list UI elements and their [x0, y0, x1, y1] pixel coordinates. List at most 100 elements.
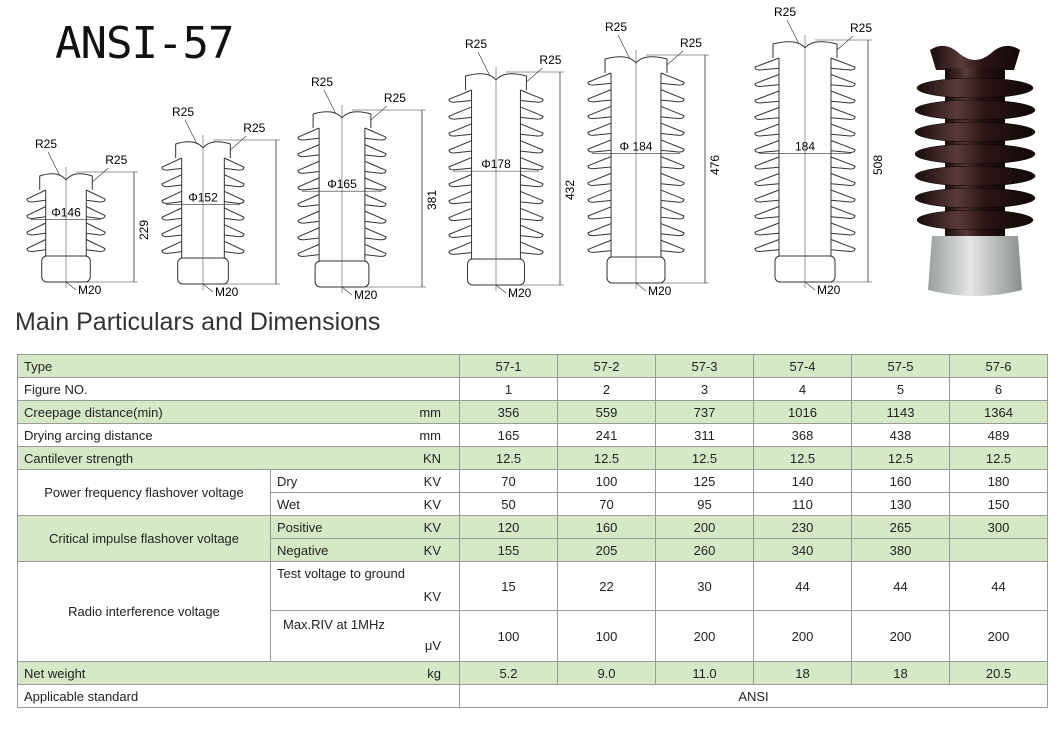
radius-leader [617, 34, 631, 60]
insulator-drawings: 229Φ146R25R25M20Φ152R25R25M20381Φ165R25R… [26, 5, 885, 302]
cell: 340 [753, 538, 852, 562]
cell: 205 [557, 538, 656, 562]
insulator-shed [754, 189, 856, 203]
sub-label: Dry [270, 469, 373, 493]
cell: 18 [851, 661, 950, 685]
cell: 489 [949, 423, 1048, 447]
diameter-label: Φ165 [327, 177, 357, 191]
insulator-shed [297, 210, 387, 224]
thread-leader [635, 282, 647, 292]
insulator-shed [587, 206, 685, 220]
cell: 100 [459, 610, 558, 662]
radius-leader [230, 135, 247, 151]
thread-leader [495, 284, 507, 294]
insulator-shed [754, 57, 856, 71]
thread-label: M20 [78, 283, 102, 297]
insulator-shed [297, 160, 387, 174]
unit: KV [373, 469, 460, 493]
insulator-shed [297, 227, 387, 241]
cell: 2 [557, 377, 656, 401]
cell: ANSI [459, 684, 1048, 708]
cell: 200 [753, 610, 852, 662]
radius-label: R25 [850, 21, 872, 35]
radius-leader [92, 167, 109, 183]
radius-leader [836, 35, 854, 51]
insulator-shed [448, 241, 544, 255]
radius-label: R25 [105, 153, 127, 167]
insulator-shed [754, 173, 856, 186]
table-row: Creepage distance(min) mm 356 559 737 10… [17, 400, 1048, 424]
cell: 125 [655, 469, 754, 493]
cell: 438 [851, 423, 950, 447]
radius-label: R25 [465, 37, 487, 51]
cell: 57-5 [851, 354, 950, 378]
cell: 20.5 [949, 661, 1048, 685]
cell: 130 [851, 492, 950, 516]
row-label: Creepage distance(min) [17, 400, 373, 424]
unit: KV [373, 538, 460, 562]
thread-leader [804, 281, 816, 291]
row-label: Radio interference voltage [17, 561, 271, 662]
insulator-shed [448, 174, 544, 188]
unit: KV [373, 515, 460, 539]
cell: 120 [459, 515, 558, 539]
radius-leader [47, 151, 61, 177]
table-row: Negative KV 155 205 260 340 380 [18, 538, 1048, 562]
radius-leader [184, 119, 198, 145]
radius-leader [370, 105, 388, 121]
cell: 230 [753, 515, 852, 539]
sub-label-cell: Test voltage to ground KV [270, 561, 460, 611]
table-row: Critical impulse flashover voltage Posit… [17, 515, 1048, 562]
cell: 18 [753, 661, 852, 685]
insulator-shed [587, 189, 685, 203]
cell: 3 [655, 377, 754, 401]
insulator-shed [448, 190, 544, 205]
cell: 100 [557, 469, 656, 493]
table-row: Applicable standard ANSI [17, 684, 1048, 708]
cell: 265 [851, 515, 950, 539]
cell: 12.5 [949, 446, 1048, 470]
insulator-shed [754, 107, 856, 120]
sub-label: Positive [270, 515, 373, 539]
row-label: Critical impulse flashover voltage [17, 515, 271, 562]
height-label: 229 [137, 220, 151, 240]
table-row: Max.RIV at 1MHz μV 100 100 200 200 200 2… [18, 610, 1048, 662]
radius-label: R25 [774, 5, 796, 19]
insulator-shed [297, 127, 387, 141]
radius-label: R25 [605, 20, 627, 34]
cell: 140 [753, 469, 852, 493]
insulator-shed [587, 239, 685, 253]
insulator-shed [754, 74, 856, 87]
radius-label: R25 [680, 36, 702, 50]
cell [949, 538, 1048, 562]
insulator-shed [297, 144, 387, 158]
cell: 300 [949, 515, 1048, 539]
row-label: Type [17, 354, 460, 378]
cell: 9.0 [557, 661, 656, 685]
insulator-shed [161, 174, 245, 188]
diameter-label: Φ146 [51, 206, 81, 220]
insulator-shed [754, 156, 856, 170]
table-row: Drying arcing distance mm 165 241 311 36… [17, 423, 1048, 447]
cell: 95 [655, 492, 754, 516]
row-label: Figure NO. [17, 377, 460, 401]
cell: 1364 [949, 400, 1048, 424]
insulator-shed [587, 105, 685, 120]
insulator-shed [448, 157, 544, 171]
radius-label: R25 [311, 75, 333, 89]
cell: 311 [655, 423, 754, 447]
insulator-shed [448, 89, 544, 103]
insulator-shed [161, 207, 245, 221]
radius-label: R25 [243, 121, 265, 135]
cell: 1016 [753, 400, 852, 424]
cell: 44 [753, 561, 852, 611]
insulator-shed [26, 189, 106, 203]
unit: KN [373, 446, 460, 470]
cell: 22 [557, 561, 656, 611]
insulator-shed [297, 243, 387, 257]
cell: 57-6 [949, 354, 1048, 378]
table-row: Wet KV 50 70 95 110 130 150 [18, 492, 1048, 516]
insulator-shed [587, 156, 685, 170]
cell: 12.5 [459, 446, 558, 470]
cell: 356 [459, 400, 558, 424]
